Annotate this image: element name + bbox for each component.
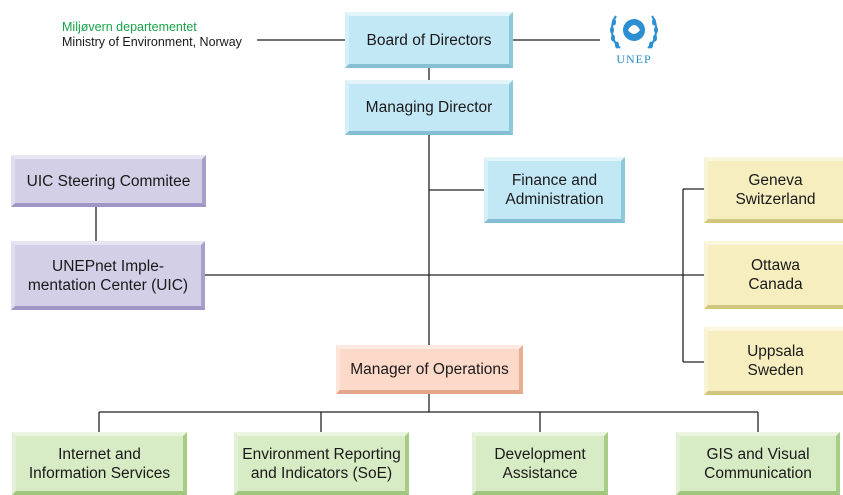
manager-of-operations-box: Manager of Operations <box>336 345 523 394</box>
uppsala-box: Uppsala Sweden <box>704 327 843 395</box>
finance-administration-box: Finance and Administration <box>484 157 625 223</box>
gis-visual-communication-box: GIS and Visual Communication <box>676 432 840 495</box>
uic-steering-committee-box: UIC Steering Commitee <box>11 155 206 207</box>
development-assistance-box: Development Assistance <box>472 432 608 495</box>
unep-emblem-icon <box>610 15 658 49</box>
ministry-name-english: Ministry of Environment, Norway <box>62 35 242 49</box>
unep-wordmark: UNEP <box>616 52 652 66</box>
environment-reporting-box: Environment Reporting and Indicators (So… <box>234 432 409 495</box>
managing-director-box: Managing Director <box>345 80 513 135</box>
ministry-logo: Miljøvern departementet Ministry of Envi… <box>62 20 242 50</box>
internet-information-services-box: Internet and Information Services <box>12 432 187 495</box>
ottawa-box: Ottawa Canada <box>704 241 843 309</box>
uic-implementation-center-box: UNEPnet Imple- mentation Center (UIC) <box>11 241 205 310</box>
geneva-box: Geneva Switzerland <box>704 157 843 223</box>
ministry-name-norwegian: Miljøvern departementet <box>62 20 197 34</box>
board-of-directors-box: Board of Directors <box>345 12 513 68</box>
